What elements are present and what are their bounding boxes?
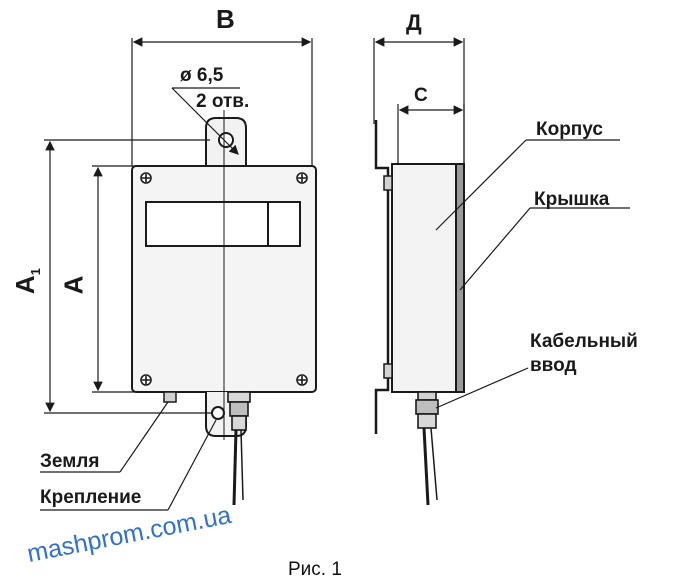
dimension-a bbox=[92, 165, 140, 393]
ground-callout: Земля bbox=[40, 451, 100, 472]
dimension-a1-label: А1 bbox=[9, 268, 44, 295]
hole-count-label: 2 отв. bbox=[196, 91, 250, 112]
dimension-a1-letter: А bbox=[9, 275, 40, 295]
dimension-a1 bbox=[44, 139, 212, 414]
dimension-a-label: А bbox=[58, 275, 89, 295]
mounting-callout: Крепление bbox=[40, 487, 142, 508]
cable-side bbox=[422, 427, 430, 506]
cable-entry-callout-line1: Кабельный bbox=[530, 331, 638, 352]
cable-gland-front bbox=[227, 391, 251, 431]
hole-leader bbox=[171, 87, 240, 155]
side-view bbox=[374, 120, 465, 506]
cover-side bbox=[455, 163, 465, 393]
cable-entry-callout-line2: ввод bbox=[530, 355, 577, 376]
ground-leader bbox=[40, 401, 169, 473]
cover-callout: Крышка bbox=[534, 189, 610, 210]
cable-front bbox=[232, 429, 238, 506]
cable-gland-side bbox=[415, 391, 439, 429]
side-mounting-plate bbox=[374, 120, 390, 434]
housing-leader bbox=[435, 139, 620, 231]
display-window bbox=[145, 201, 301, 247]
dimension-c bbox=[397, 104, 465, 164]
mounting-leader bbox=[40, 419, 217, 511]
dimension-b-label: В bbox=[216, 4, 235, 34]
housing-side bbox=[391, 163, 457, 393]
front-view bbox=[131, 110, 317, 506]
figure-caption: Рис. 1 bbox=[288, 559, 342, 580]
hole-diameter-label: ø 6,5 bbox=[180, 65, 224, 86]
cover-leader bbox=[459, 207, 630, 291]
ground-terminal bbox=[163, 391, 177, 403]
dimension-a1-subscript: 1 bbox=[28, 268, 44, 276]
mounting-hole-top bbox=[218, 132, 234, 148]
cable-entry-leader bbox=[435, 367, 529, 409]
corner-screws bbox=[140, 172, 308, 386]
dimension-c-label: С bbox=[414, 85, 428, 106]
dimension-b bbox=[131, 37, 313, 166]
dimension-d-label: Д bbox=[406, 10, 422, 35]
housing-callout: Корпус bbox=[536, 119, 603, 140]
